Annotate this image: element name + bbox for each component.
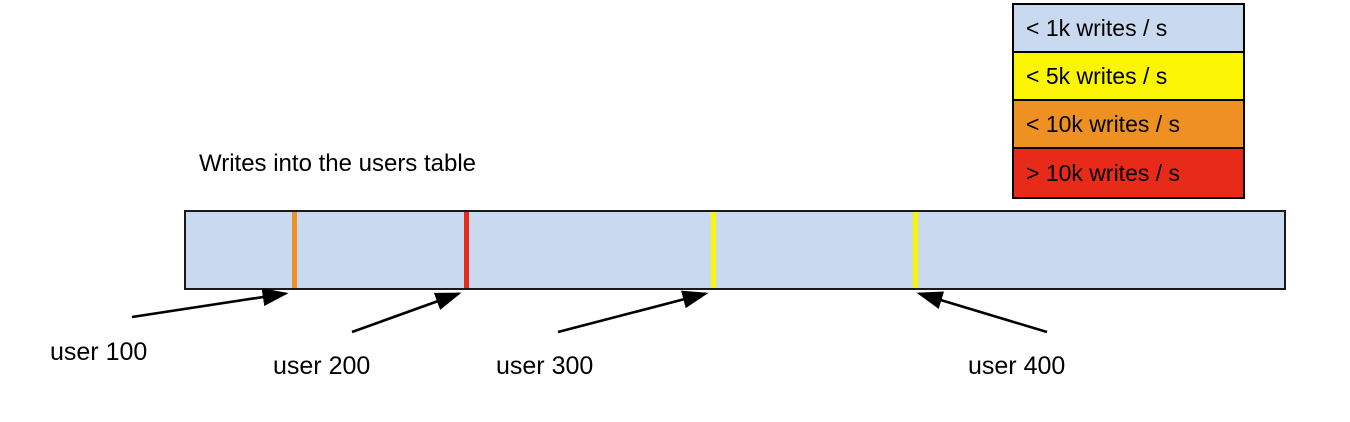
chart-title: Writes into the users table (199, 150, 477, 177)
arrow-user-400 (916, 291, 1048, 334)
hot-stripe-user-400 (913, 212, 918, 288)
annotation-label-user-200: user 200 (273, 352, 371, 380)
hot-stripe-user-200 (464, 212, 469, 288)
legend-label-under-5k: < 5k writes / s (1026, 62, 1168, 89)
annotation-label-user-100: user 100 (50, 338, 148, 366)
users-table-strip (184, 210, 1286, 290)
arrow-user-100 (131, 288, 289, 319)
annotation-label-user-400: user 400 (968, 352, 1066, 380)
legend-row-under-10k: < 10k writes / s (1014, 101, 1243, 149)
legend-row-over-10k: > 10k writes / s (1014, 149, 1243, 197)
annotation-label-user-300: user 300 (496, 352, 594, 380)
hot-stripe-user-100 (292, 212, 297, 288)
legend-row-under-1k: < 1k writes / s (1014, 5, 1243, 53)
legend-row-under-5k: < 5k writes / s (1014, 53, 1243, 101)
write-rate-legend: < 1k writes / s < 5k writes / s < 10k wr… (1012, 3, 1245, 199)
arrow-user-300 (557, 290, 709, 334)
arrow-user-200 (351, 292, 462, 334)
legend-label-under-10k: < 10k writes / s (1026, 110, 1181, 137)
hot-stripe-user-300 (711, 212, 716, 288)
legend-label-over-10k: > 10k writes / s (1026, 159, 1181, 186)
legend-label-under-1k: < 1k writes / s (1026, 14, 1168, 41)
